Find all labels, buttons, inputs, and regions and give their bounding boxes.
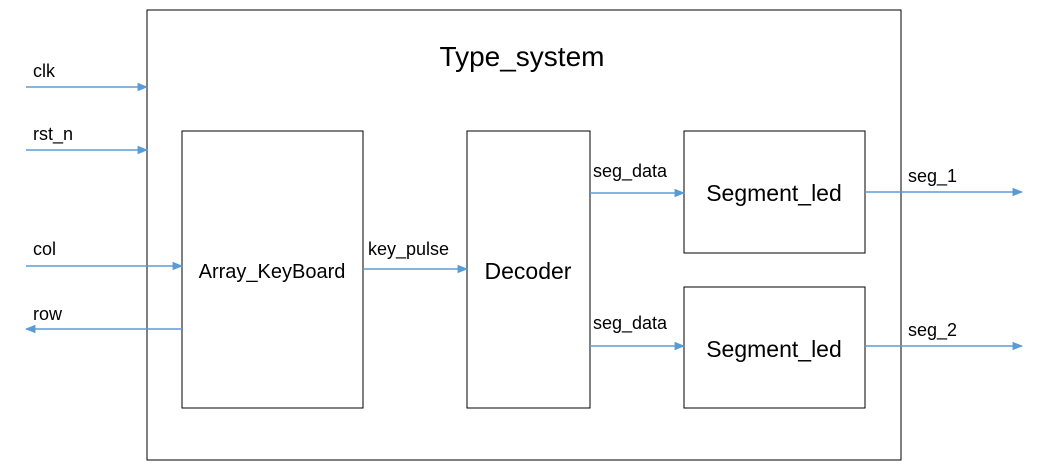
system-title: Type_system	[440, 41, 605, 72]
segment-led-top-block	[683, 130, 866, 254]
decoder-label: Decoder	[485, 258, 572, 284]
col-label: col	[33, 239, 56, 259]
segment-led-bottom-label: Segment_led	[706, 336, 842, 362]
clk-label: clk	[33, 61, 56, 81]
key-pulse-label: key_pulse	[368, 239, 449, 260]
seg-data-top-label: seg_data	[593, 161, 668, 182]
segment-led-top-label: Segment_led	[706, 180, 842, 206]
array-keyboard-block	[181, 130, 364, 409]
seg-data-bottom-label: seg_data	[593, 313, 668, 334]
decoder-block	[466, 130, 591, 409]
segment-led-bottom-block	[683, 286, 866, 409]
row-label: row	[33, 304, 63, 324]
rst-n-label: rst_n	[33, 124, 73, 145]
seg-1-label: seg_1	[908, 166, 957, 187]
array-keyboard-label: Array_KeyBoard	[199, 261, 346, 283]
seg-2-label: seg_2	[908, 320, 957, 341]
